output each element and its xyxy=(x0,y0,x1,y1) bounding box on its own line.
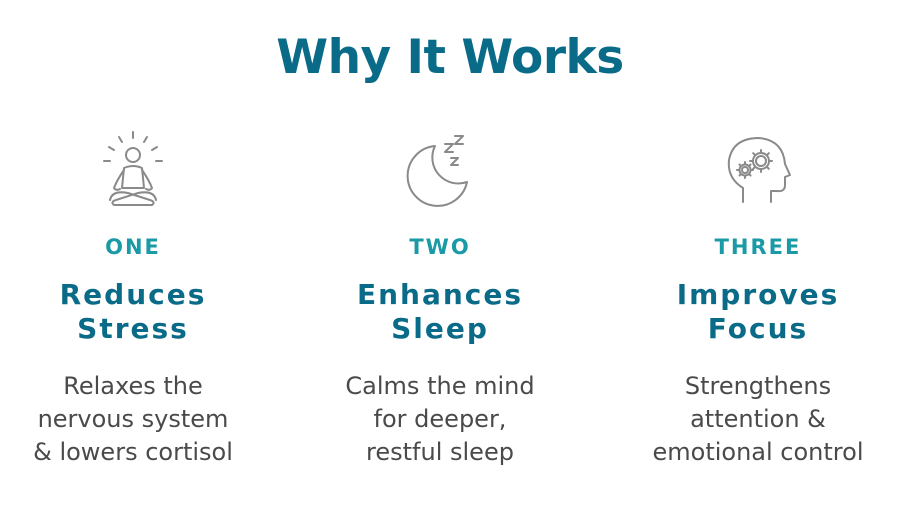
benefit-heading-line: Reduces xyxy=(59,278,207,311)
benefit-heading: Improves Focus xyxy=(628,278,888,346)
benefit-heading-line: Focus xyxy=(707,312,809,345)
benefit-description: Relaxes the nervous system & lowers cort… xyxy=(3,370,263,469)
benefit-description: Calms the mind for deeper, restful sleep xyxy=(310,370,570,469)
moon-sleep-icon xyxy=(395,128,485,218)
head-gears-icon xyxy=(713,128,803,218)
benefit-heading: Reduces Stress xyxy=(3,278,263,346)
benefit-heading-line: Sleep xyxy=(391,312,489,345)
benefit-description-line: Strengthens xyxy=(684,372,832,400)
benefit-description: Strengthens attention & emotional contro… xyxy=(628,370,888,469)
benefit-description-line: for deeper, xyxy=(373,405,507,433)
benefit-heading-line: Enhances xyxy=(356,278,524,311)
benefit-number: THREE xyxy=(714,235,802,259)
benefit-description-line: Calms the mind xyxy=(345,372,535,400)
benefit-description-line: nervous system xyxy=(37,405,229,433)
benefit-description-line: restful sleep xyxy=(366,438,514,466)
benefit-description-line: Relaxes the xyxy=(63,372,203,400)
benefit-card-improves-focus: THREE Improves Focus Strengthens attenti… xyxy=(628,128,888,469)
benefit-description-line: & lowers cortisol xyxy=(33,438,233,466)
benefit-heading: Enhances Sleep xyxy=(310,278,570,346)
benefit-heading-line: Stress xyxy=(77,312,189,345)
benefit-card-enhances-sleep: TWO Enhances Sleep Calms the mind for de… xyxy=(310,128,570,469)
benefit-description-line: emotional control xyxy=(652,438,864,466)
benefit-card-reduces-stress: ONE Reduces Stress Relaxes the nervous s… xyxy=(3,128,263,469)
benefit-number: ONE xyxy=(105,235,161,259)
benefit-heading-line: Improves xyxy=(676,278,840,311)
benefit-description-line: attention & xyxy=(690,405,826,433)
page-title: Why It Works xyxy=(276,30,624,85)
benefit-number: TWO xyxy=(409,235,471,259)
meditation-icon xyxy=(88,128,178,218)
